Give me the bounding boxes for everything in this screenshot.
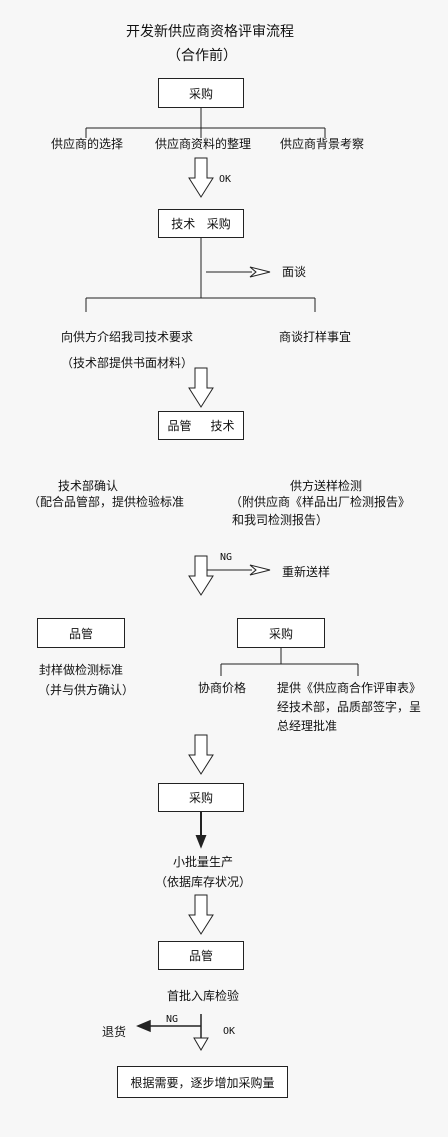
label-supplier-data: 供应商资料的整理 [154, 137, 252, 151]
node-qc-2: 品管 [37, 618, 125, 648]
label-negotiate-price: 协商价格 [197, 681, 247, 695]
label-seal-sample-note: （并与供方确认） [37, 683, 135, 697]
label-supplier-select: 供应商的选择 [50, 137, 124, 151]
ng-ok-split [136, 1014, 209, 1051]
down-arrow-3 [188, 555, 214, 596]
label-supplier-sample-test: 供方送样检测 [290, 479, 363, 493]
label-ok-1: OK [219, 174, 232, 185]
label-resample: 重新送样 [282, 565, 331, 579]
node-tech-purchase: 技术 采购 [158, 209, 244, 238]
label-tech-confirm: 技术部确认 [58, 479, 119, 493]
page-subtitle: （合作前） [167, 48, 237, 64]
node-purchase-3: 采购 [158, 783, 244, 812]
node-purchase-1: 采购 [158, 78, 244, 108]
label-attach-report-1: （附供应商《样品出厂检测报告》 [230, 495, 411, 509]
interview-arrow [206, 266, 271, 278]
label-negotiate-sample: 商谈打样事宜 [278, 330, 352, 344]
label-return-goods: 退货 [102, 1025, 127, 1039]
down-arrow-1 [188, 157, 214, 198]
page-title: 开发新供应商资格评审流程 [126, 24, 294, 40]
down-arrow-2 [188, 367, 214, 408]
label-seal-sample: 封样做检测标准 [38, 663, 124, 677]
label-ng-1: NG [220, 552, 233, 563]
down-arrow-5 [188, 894, 214, 935]
node-qc-tech: 品管 技术 [158, 411, 244, 440]
label-provide-form-1: 提供《供应商合作评审表》 [277, 681, 422, 695]
label-ok-2: OK [223, 1026, 236, 1037]
node-final: 根据需要，逐步增加采购量 [117, 1066, 288, 1098]
label-introduce-req: 向供方介绍我司技术要求 [60, 330, 194, 344]
label-small-batch: 小批量生产 [172, 855, 234, 869]
label-by-stock: （依据库存状况） [154, 875, 252, 889]
label-attach-report-2: 和我司检测报告） [232, 513, 329, 527]
label-provide-form-3: 总经理批准 [277, 719, 338, 733]
down-arrow-small-batch [195, 812, 207, 849]
label-ng-2: NG [166, 1014, 179, 1025]
label-tech-confirm-note: （配合品管部，提供检验标准 [28, 495, 185, 509]
resample-arrow [206, 564, 271, 576]
label-tech-docs: （技术部提供书面材料） [60, 356, 194, 370]
label-interview: 面谈 [282, 265, 307, 279]
label-supplier-background: 供应商背景考察 [279, 137, 365, 151]
down-arrow-4 [188, 734, 214, 775]
node-qc-3: 品管 [158, 941, 244, 970]
label-provide-form-2: 经技术部，品质部签字，呈 [277, 700, 422, 714]
label-first-batch: 首批入库检验 [166, 989, 240, 1003]
node-purchase-2: 采购 [237, 618, 325, 648]
